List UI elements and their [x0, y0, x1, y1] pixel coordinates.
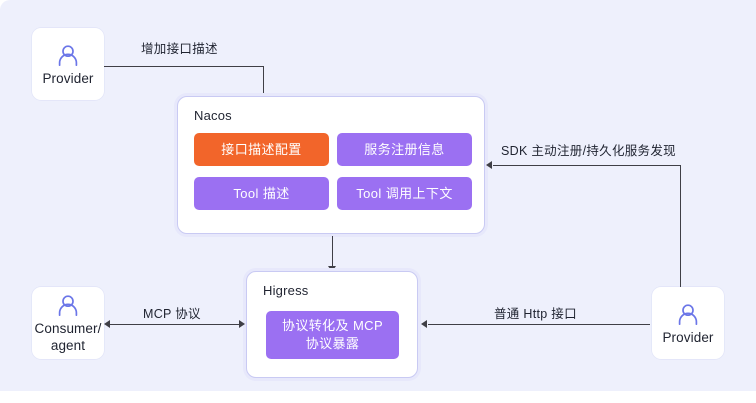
chip-label: Tool 调用上下文	[356, 186, 453, 201]
edge-arrow-sdk-register	[486, 161, 492, 170]
chip-interface-desc-config[interactable]: 接口描述配置	[194, 133, 329, 166]
person-icon	[675, 302, 701, 328]
edge-label-mcp-protocol: MCP 协议	[143, 307, 201, 321]
node-higress[interactable]: Higress 协议转化及 MCP 协议暴露	[246, 271, 418, 378]
person-icon	[55, 293, 81, 319]
edge-arrow-nacos-higress	[328, 266, 337, 272]
chip-label-line2: 协议暴露	[305, 336, 360, 351]
edge-line-sdk-register-v	[679, 165, 681, 294]
nacos-title: Nacos	[194, 108, 232, 123]
chip-protocol-conversion[interactable]: 协议转化及 MCP 协议暴露	[266, 311, 399, 359]
chip-tool-description[interactable]: Tool 描述	[194, 177, 329, 210]
node-label: Provider	[42, 70, 94, 86]
edge-line-plain-http	[428, 324, 650, 326]
node-consumer-agent[interactable]: Consumer/ agent	[32, 287, 104, 359]
higress-title: Higress	[263, 283, 309, 298]
node-provider-right[interactable]: Provider	[652, 287, 724, 359]
edge-arrow-mcp-right	[239, 320, 245, 329]
chip-tool-call-context[interactable]: Tool 调用上下文	[337, 177, 472, 210]
edge-line-add-interface-desc-h	[104, 66, 264, 68]
person-icon	[55, 43, 81, 69]
edge-label-add-interface-desc: 增加接口描述	[141, 42, 218, 56]
node-label-line1: Consumer/	[34, 321, 102, 336]
edge-arrow-mcp-left	[104, 320, 110, 329]
node-provider-top[interactable]: Provider	[32, 28, 104, 100]
edge-arrow-plain-http	[421, 320, 427, 329]
edge-line-sdk-register-h	[493, 165, 681, 167]
chip-label: 接口描述配置	[221, 142, 302, 157]
node-label: Provider	[662, 329, 714, 345]
node-nacos[interactable]: Nacos 接口描述配置 服务注册信息 Tool 描述 Tool 调用上下文	[177, 96, 485, 234]
chip-label-line1: 协议转化及 MCP	[281, 318, 384, 333]
chip-label: Tool 描述	[233, 186, 290, 201]
edge-line-nacos-higress	[331, 236, 333, 268]
chip-service-registry-info[interactable]: 服务注册信息	[337, 133, 472, 166]
edge-label-plain-http: 普通 Http 接口	[494, 307, 577, 321]
node-label-line2: agent	[50, 338, 86, 353]
chip-label: 服务注册信息	[364, 142, 445, 157]
edge-label-sdk-register: SDK 主动注册/持久化服务发现	[501, 144, 676, 158]
edge-line-mcp-protocol	[110, 324, 240, 326]
